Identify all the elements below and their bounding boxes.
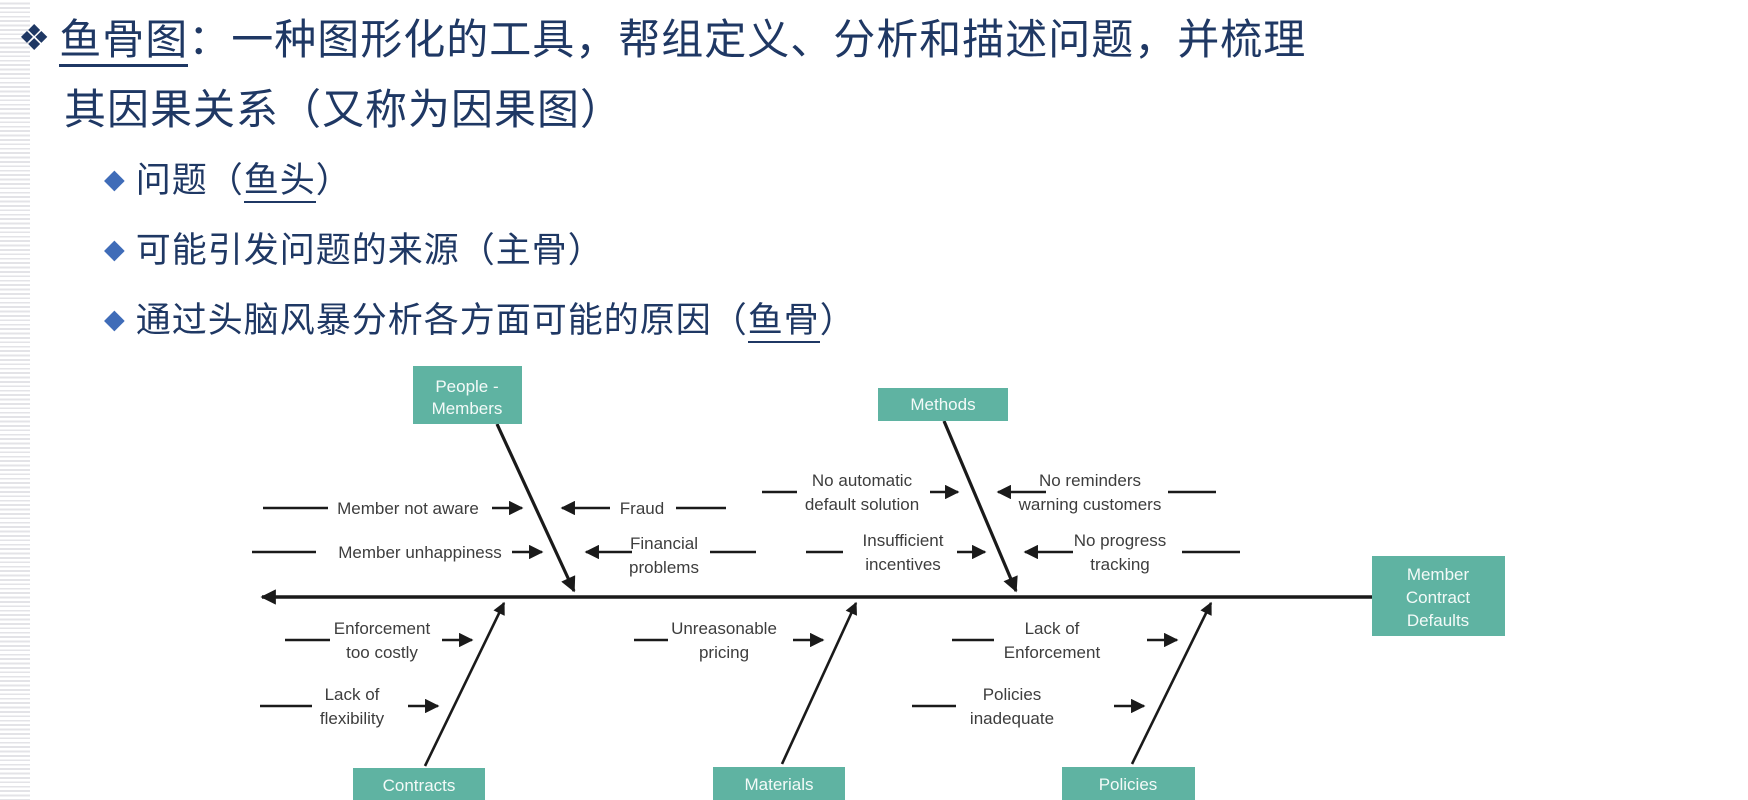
sub-bullet-fish-bone: ◆ 通过头脑风暴分析各方面可能的原因（鱼骨） bbox=[104, 292, 856, 343]
cause-no-automatic-default-solution: No automatic default solution bbox=[762, 471, 960, 514]
cause-label: warning customers bbox=[1018, 495, 1162, 514]
sub-bullet-text: 问题（ bbox=[135, 161, 244, 200]
cause-lack-of-enforcement: Lack of Enforcement bbox=[952, 619, 1179, 662]
diamond-bullet-icon: ◆ bbox=[104, 234, 126, 264]
cause-label: Lack of bbox=[1025, 619, 1080, 638]
category-box-materials: Materials bbox=[713, 767, 845, 800]
level1-bullet-icon: ❖ bbox=[18, 17, 52, 58]
cause-label: problems bbox=[629, 558, 699, 577]
sub-bullet-text-post: ） bbox=[315, 161, 352, 200]
category-box-label: Members bbox=[432, 399, 503, 418]
cause-label: tracking bbox=[1090, 555, 1150, 574]
sub-bullet-text-post: ） bbox=[819, 301, 856, 340]
category-box-people: People - Members bbox=[413, 366, 522, 424]
cause-label: Policies bbox=[983, 685, 1042, 704]
cause-label: incentives bbox=[865, 555, 941, 574]
cause-label: flexibility bbox=[320, 709, 385, 728]
cause-label: No progress bbox=[1074, 531, 1167, 550]
title-keyword: 鱼骨图 bbox=[59, 16, 189, 67]
diamond-bullet-icon: ◆ bbox=[104, 304, 126, 334]
category-box-label: People - bbox=[435, 377, 498, 396]
cause-label: No automatic bbox=[812, 471, 913, 490]
sub-bullet-main-bone: ◆ 可能引发问题的来源（主骨） bbox=[104, 222, 604, 273]
sub-bullet-text: 可能引发问题的来源（主骨） bbox=[135, 231, 604, 270]
cause-label: Member not aware bbox=[337, 499, 479, 518]
cause-label: Unreasonable bbox=[671, 619, 777, 638]
category-box-methods: Methods bbox=[878, 388, 1008, 421]
cause-insufficient-incentives: Insufficient incentives bbox=[806, 531, 987, 574]
cause-label: Enforcement bbox=[1004, 643, 1101, 662]
title-rest: ：一种图形化的工具，帮组定义、分析和描述问题，并梳理 bbox=[188, 16, 1307, 63]
cause-enforcement-too-costly: Enforcement too costly bbox=[285, 619, 474, 662]
cause-lack-of-flexibility: Lack of flexibility bbox=[260, 685, 440, 728]
left-stripe-decoration bbox=[0, 0, 30, 800]
sub-bullet-text: 通过头脑风暴分析各方面可能的原因（ bbox=[135, 301, 748, 340]
slide-title-line1: ❖鱼骨图：一种图形化的工具，帮组定义、分析和描述问题，并梳理 bbox=[18, 6, 1306, 67]
category-box-label: Policies bbox=[1099, 775, 1158, 794]
bone-people bbox=[495, 423, 576, 593]
problem-box-label: Member bbox=[1407, 565, 1470, 584]
cause-label: too costly bbox=[346, 643, 418, 662]
category-box-label: Methods bbox=[910, 395, 975, 414]
slide-title-line2: 其因果关系（又称为因果图） bbox=[64, 76, 623, 137]
cause-fraud: Fraud bbox=[560, 499, 726, 518]
cause-label: inadequate bbox=[970, 709, 1054, 728]
cause-financial-problems: Financial problems bbox=[584, 534, 756, 577]
cause-label: Lack of bbox=[325, 685, 380, 704]
cause-label: pricing bbox=[699, 643, 749, 662]
cause-label: Member unhappiness bbox=[338, 543, 501, 562]
category-box-policies: Policies bbox=[1062, 767, 1195, 800]
cause-no-progress-tracking: No progress tracking bbox=[1023, 531, 1240, 574]
diamond-bullet-icon: ◆ bbox=[104, 164, 126, 194]
problem-box-label: Defaults bbox=[1407, 611, 1469, 630]
sub-bullet-problem: ◆ 问题（鱼头） bbox=[104, 152, 352, 203]
cause-label: default solution bbox=[805, 495, 919, 514]
problem-head-box: Member Contract Defaults bbox=[1372, 556, 1505, 636]
category-box-label: Contracts bbox=[383, 776, 456, 795]
sub-bullet-keyword: 鱼骨 bbox=[747, 301, 820, 343]
sub-bullet-keyword: 鱼头 bbox=[243, 161, 316, 203]
cause-label: Enforcement bbox=[334, 619, 431, 638]
cause-no-reminders-warning-customers: No reminders warning customers bbox=[996, 471, 1216, 514]
cause-label: Insufficient bbox=[863, 531, 944, 550]
bone-materials bbox=[780, 601, 858, 765]
cause-member-unhappiness: Member unhappiness bbox=[252, 543, 544, 562]
title-line2-text: 其因果关系（又称为因果图） bbox=[64, 86, 624, 133]
cause-label: No reminders bbox=[1039, 471, 1141, 490]
cause-member-not-aware: Member not aware bbox=[263, 499, 524, 518]
cause-label: Fraud bbox=[620, 499, 664, 518]
bone-policies bbox=[1130, 601, 1213, 765]
problem-box-label: Contract bbox=[1406, 588, 1471, 607]
category-box-label: Materials bbox=[745, 775, 814, 794]
cause-unreasonable-pricing: Unreasonable pricing bbox=[634, 619, 825, 662]
bone-methods bbox=[942, 420, 1018, 593]
cause-label: Financial bbox=[630, 534, 698, 553]
bone-contracts bbox=[423, 601, 506, 767]
cause-policies-inadequate: Policies inadequate bbox=[912, 685, 1146, 728]
category-box-contracts: Contracts bbox=[353, 768, 485, 800]
